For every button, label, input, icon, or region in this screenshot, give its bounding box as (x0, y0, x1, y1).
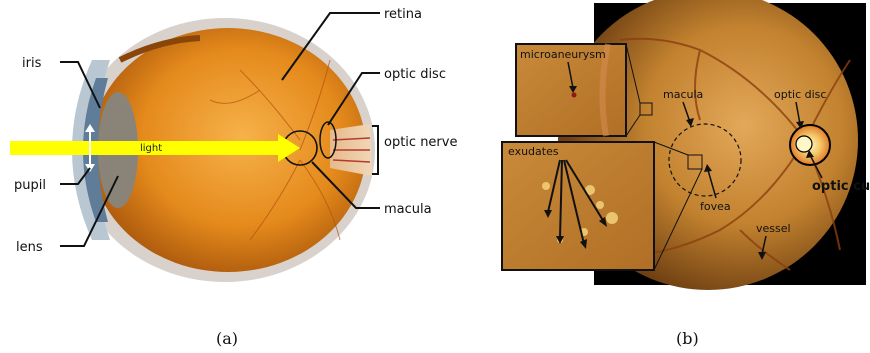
exudates-inset (502, 142, 654, 270)
microaneurysm-label: microaneurysm (520, 48, 606, 61)
exudates-label: exudates (508, 145, 559, 158)
eye-panel: light retina iris optic disc optic nerve… (10, 7, 457, 348)
light-label: light (140, 143, 162, 154)
fundus-panel: microaneurysm exudates (502, 0, 870, 348)
fundus-macula-label: macula (663, 88, 703, 101)
pupil-label: pupil (14, 178, 46, 193)
lens-label: lens (16, 240, 43, 255)
optic-nerve-label: optic nerve (384, 135, 457, 150)
optic-cup-ring (796, 136, 812, 152)
retina-label: retina (384, 7, 422, 22)
caption-b: (b) (676, 329, 699, 348)
iris-label: iris (22, 56, 42, 71)
vessel-label: vessel (756, 222, 791, 235)
caption-a: (a) (216, 329, 238, 348)
macula-label: macula (384, 202, 432, 217)
optic-disc-label: optic disc (384, 67, 446, 82)
optic-cup-label: optic cup (812, 179, 870, 194)
microaneurysm-dot (572, 93, 577, 98)
fundus-optic-disc-label: optic disc (774, 88, 826, 101)
fovea-label: fovea (700, 200, 731, 213)
